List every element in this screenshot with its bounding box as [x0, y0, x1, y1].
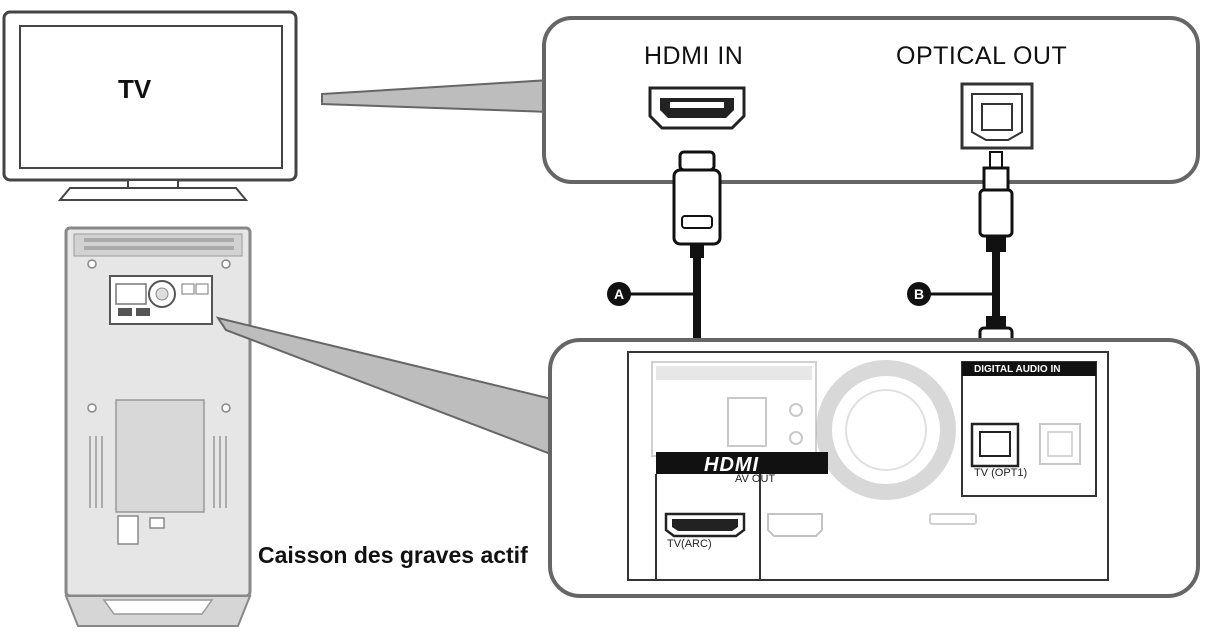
- speaker-terminal-area: [651, 361, 817, 457]
- optical-out-port: [960, 82, 1034, 150]
- fan-grille: [816, 360, 977, 525]
- tv-label: TV: [118, 74, 152, 104]
- hdmi-logo: HDMI: [704, 454, 760, 476]
- digital-audio-in-area: [961, 361, 1097, 497]
- optical-out-label: OPTICAL OUT: [896, 42, 1068, 70]
- subwoofer-illustration: [64, 226, 252, 627]
- tv-opt-label: TV (OPT1): [974, 467, 1028, 479]
- hdmi-band: [656, 452, 828, 474]
- hdmi-in-port: [648, 86, 746, 130]
- digital-audio-in-label: DIGITAL AUDIO IN: [974, 364, 1061, 375]
- av-out-label: AV OUT: [735, 473, 776, 485]
- tv-arc-label: TV(ARC): [667, 538, 712, 550]
- subwoofer-callout-connector: [215, 316, 557, 458]
- tv-panel: [542, 16, 1200, 184]
- tv-arc-port: [664, 512, 746, 538]
- hdmi-in-label: HDMI IN: [644, 42, 744, 70]
- cable-b-marker: B: [907, 282, 931, 306]
- tv-callout-connector: [321, 78, 551, 114]
- av-out-port: [767, 513, 823, 537]
- cable-a-marker: A: [607, 282, 631, 306]
- tv-illustration: [2, 10, 298, 201]
- subwoofer-label: Caisson des graves actif: [258, 542, 528, 568]
